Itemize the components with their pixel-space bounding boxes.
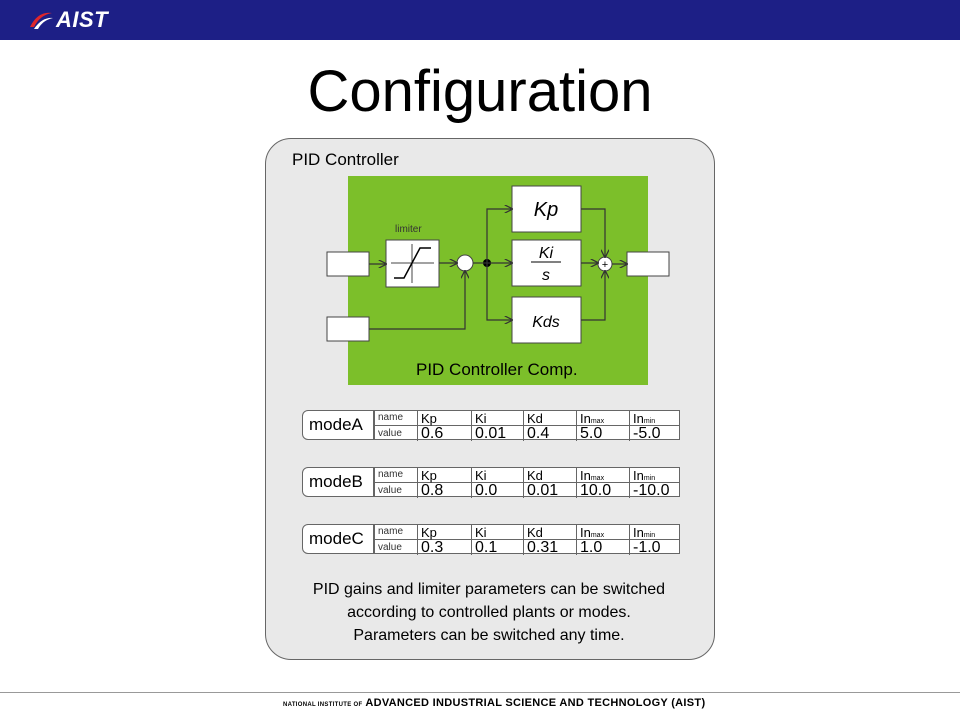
param-value: 0.4 — [527, 425, 550, 442]
param-name: Kd — [527, 411, 543, 426]
limiter-label: limiter — [395, 224, 422, 235]
top-bar: AIST — [0, 0, 960, 40]
description-line-1: PID gains and limiter parameters can be … — [312, 581, 666, 598]
param-value: 0.3 — [421, 539, 444, 556]
param-name: Kd — [527, 525, 543, 540]
footer-rule — [0, 692, 960, 693]
param-name: Inmin — [633, 525, 656, 540]
input-port-signal — [326, 251, 370, 277]
limiter-curve — [394, 247, 431, 279]
param-name: Inmax — [580, 525, 605, 540]
mode-name: modeB — [302, 467, 374, 497]
output-port — [626, 251, 670, 277]
description: PID gains and limiter parameters can be … — [265, 578, 713, 647]
kd-label: Kds — [532, 314, 560, 331]
output-sum-sign: + — [602, 259, 608, 271]
page-title: Configuration — [307, 59, 653, 124]
component-label: PID Controller Comp. — [416, 360, 578, 379]
param-value: 0.01 — [475, 425, 507, 442]
param-value: 1.0 — [580, 539, 603, 556]
input-port-reference — [326, 316, 370, 342]
param-name: Inmax — [580, 468, 605, 483]
param-value: 10.0 — [580, 482, 612, 499]
row-label-name: name — [378, 469, 404, 480]
description-line-3: Parameters can be switched any time. — [353, 627, 625, 644]
param-name: Kp — [421, 411, 437, 426]
aist-swoosh-icon — [30, 12, 53, 29]
description-line-2: according to controlled plants or modes. — [347, 604, 631, 621]
param-value: 0.31 — [527, 539, 559, 556]
param-value: 0.1 — [475, 539, 498, 556]
mode-name: modeA — [302, 410, 374, 440]
wire-reference-sum — [369, 271, 465, 330]
row-label-value: value — [378, 542, 402, 553]
param-value: 0.01 — [527, 482, 559, 499]
param-name: Kd — [527, 468, 543, 483]
param-value: 5.0 — [580, 425, 603, 442]
summing-junction — [456, 254, 474, 272]
param-value: 0.0 — [475, 482, 498, 499]
param-name: Inmin — [633, 468, 656, 483]
wire-kd-sum — [581, 271, 605, 321]
param-value: 0.6 — [421, 425, 444, 442]
wire-kp-sum — [581, 208, 605, 257]
panel-title: PID Controller — [292, 150, 399, 169]
kp-label: Kp — [534, 199, 558, 221]
param-name: Ki — [475, 468, 487, 483]
wire-branch-kd — [486, 263, 512, 320]
footer-main: ADVANCED INDUSTRIAL SCIENCE AND TECHNOLO… — [365, 697, 706, 709]
param-value: -1.0 — [633, 539, 661, 556]
param-value: 0.8 — [421, 482, 444, 499]
footer-institute: NATIONAL INSTITUTE OF ADVANCED INDUSTRIA… — [283, 697, 705, 709]
row-label-name: name — [378, 412, 404, 423]
kd-block — [511, 296, 582, 344]
param-value: -5.0 — [633, 425, 661, 442]
param-name: Kp — [421, 468, 437, 483]
ki-numerator: Ki — [539, 245, 554, 262]
param-value: -10.0 — [633, 482, 670, 499]
param-name: Inmax — [580, 411, 605, 426]
mode-name: modeC — [302, 524, 374, 554]
param-name: Inmin — [633, 411, 656, 426]
ki-block — [511, 239, 582, 287]
footer-prefix: NATIONAL INSTITUTE OF — [283, 702, 363, 708]
param-name: Kp — [421, 525, 437, 540]
row-label-value: value — [378, 485, 402, 496]
row-label-name: name — [378, 526, 404, 537]
param-name: Ki — [475, 411, 487, 426]
logo-text: AIST — [56, 7, 109, 32]
wire-branch-kp — [486, 209, 512, 263]
ki-denominator: s — [542, 267, 550, 284]
row-label-value: value — [378, 428, 402, 439]
aist-logo: AIST — [28, 6, 108, 34]
param-name: Ki — [475, 525, 487, 540]
